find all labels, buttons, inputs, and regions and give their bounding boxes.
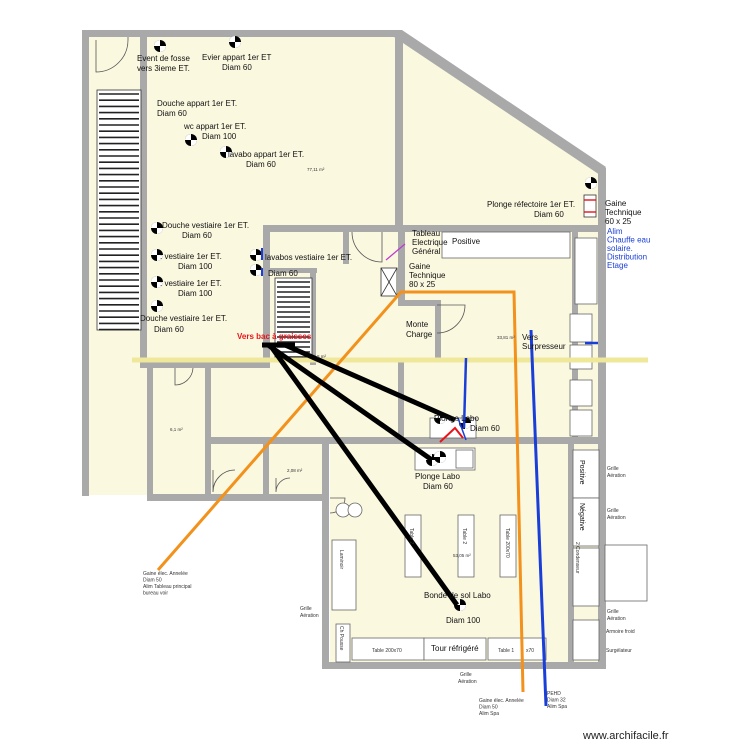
label-lavabos-vestiaire: lavabos vestiaire 1er ET.Diam 60 <box>265 253 352 278</box>
label-douche-vestiaire-1: Douche vestiaire 1er ET.Diam 60 <box>162 221 249 240</box>
label-table-2: Table 2 <box>461 528 467 544</box>
label-area-small: 8 m² <box>317 354 327 359</box>
furniture <box>331 194 648 663</box>
label-wc-vestiaire-2: : vestiaire 1er ET.Diam 100 <box>160 279 222 298</box>
label-douche-vestiaire-2: Douche vestiaire 1er ET.Diam 60 <box>140 314 227 334</box>
label-wc-appart: wc appart 1er ET.Diam 100 <box>183 122 246 141</box>
label-wc-vestiaire-1: : vestiaire 1er ET.Diam 100 <box>160 252 222 271</box>
label-negative-vertical: Négative <box>578 503 585 531</box>
left-staircase <box>96 89 142 331</box>
label-area-wc: 2,08 m² <box>287 468 303 473</box>
label-ch-pousse: Ch Pousse <box>338 626 344 651</box>
drain-icon <box>250 264 262 276</box>
label-armoire-froid: Armoire froid <box>606 629 635 635</box>
drain-icon <box>185 134 197 146</box>
drain-icon <box>220 146 232 158</box>
label-table-1: Table 2 <box>408 528 414 544</box>
label-table-bottom-2: Table 1 <box>498 648 514 654</box>
label-douche-appart: Douche appart 1er ET.Diam 60 <box>157 99 237 118</box>
label-area-right: 33,81 m² <box>497 335 515 340</box>
watermark: www.archifacile.fr <box>582 730 669 742</box>
label-table-3: Table 200x70 <box>504 528 510 558</box>
drain-icon <box>250 249 262 261</box>
drain-icon <box>434 451 446 463</box>
label-surgelateur: Surgélateur <box>606 648 632 654</box>
drain-icon <box>151 222 163 234</box>
label-area-left: 6,1 m² <box>170 427 183 432</box>
label-laminoir: Laminoir <box>338 550 344 570</box>
label-positive-top: Positive <box>452 237 481 246</box>
label-vers-bac-graisses: Vers bac à graisses <box>237 332 312 341</box>
label-tour-refrigere: Tour réfrigéré <box>431 644 479 653</box>
label-table-bottom-2b: x70 <box>526 648 534 654</box>
drain-icon <box>151 249 163 261</box>
pipes <box>156 243 598 707</box>
label-area-main: 77,11 m² <box>307 167 325 172</box>
walls <box>82 30 606 669</box>
label-area-labo: 53,05 m² <box>453 553 471 558</box>
label-table-bottom-1: Table 200x70 <box>372 648 402 654</box>
drain-icon <box>585 177 597 189</box>
label-positive-vertical: Positive <box>578 460 585 485</box>
label-lavabo-appart: lavabo appart 1er ET.Diam 60 <box>228 150 304 169</box>
label-condenseur: 2 Condenseur <box>574 542 580 574</box>
drain-icon <box>151 276 163 288</box>
drain-icon <box>229 36 241 48</box>
drain-markers <box>151 36 597 611</box>
drain-icon <box>151 300 163 312</box>
drain-icon <box>154 40 166 52</box>
label-plonge-refectoire: Plonge réfectoire 1er ET.Diam 60 <box>487 200 575 219</box>
